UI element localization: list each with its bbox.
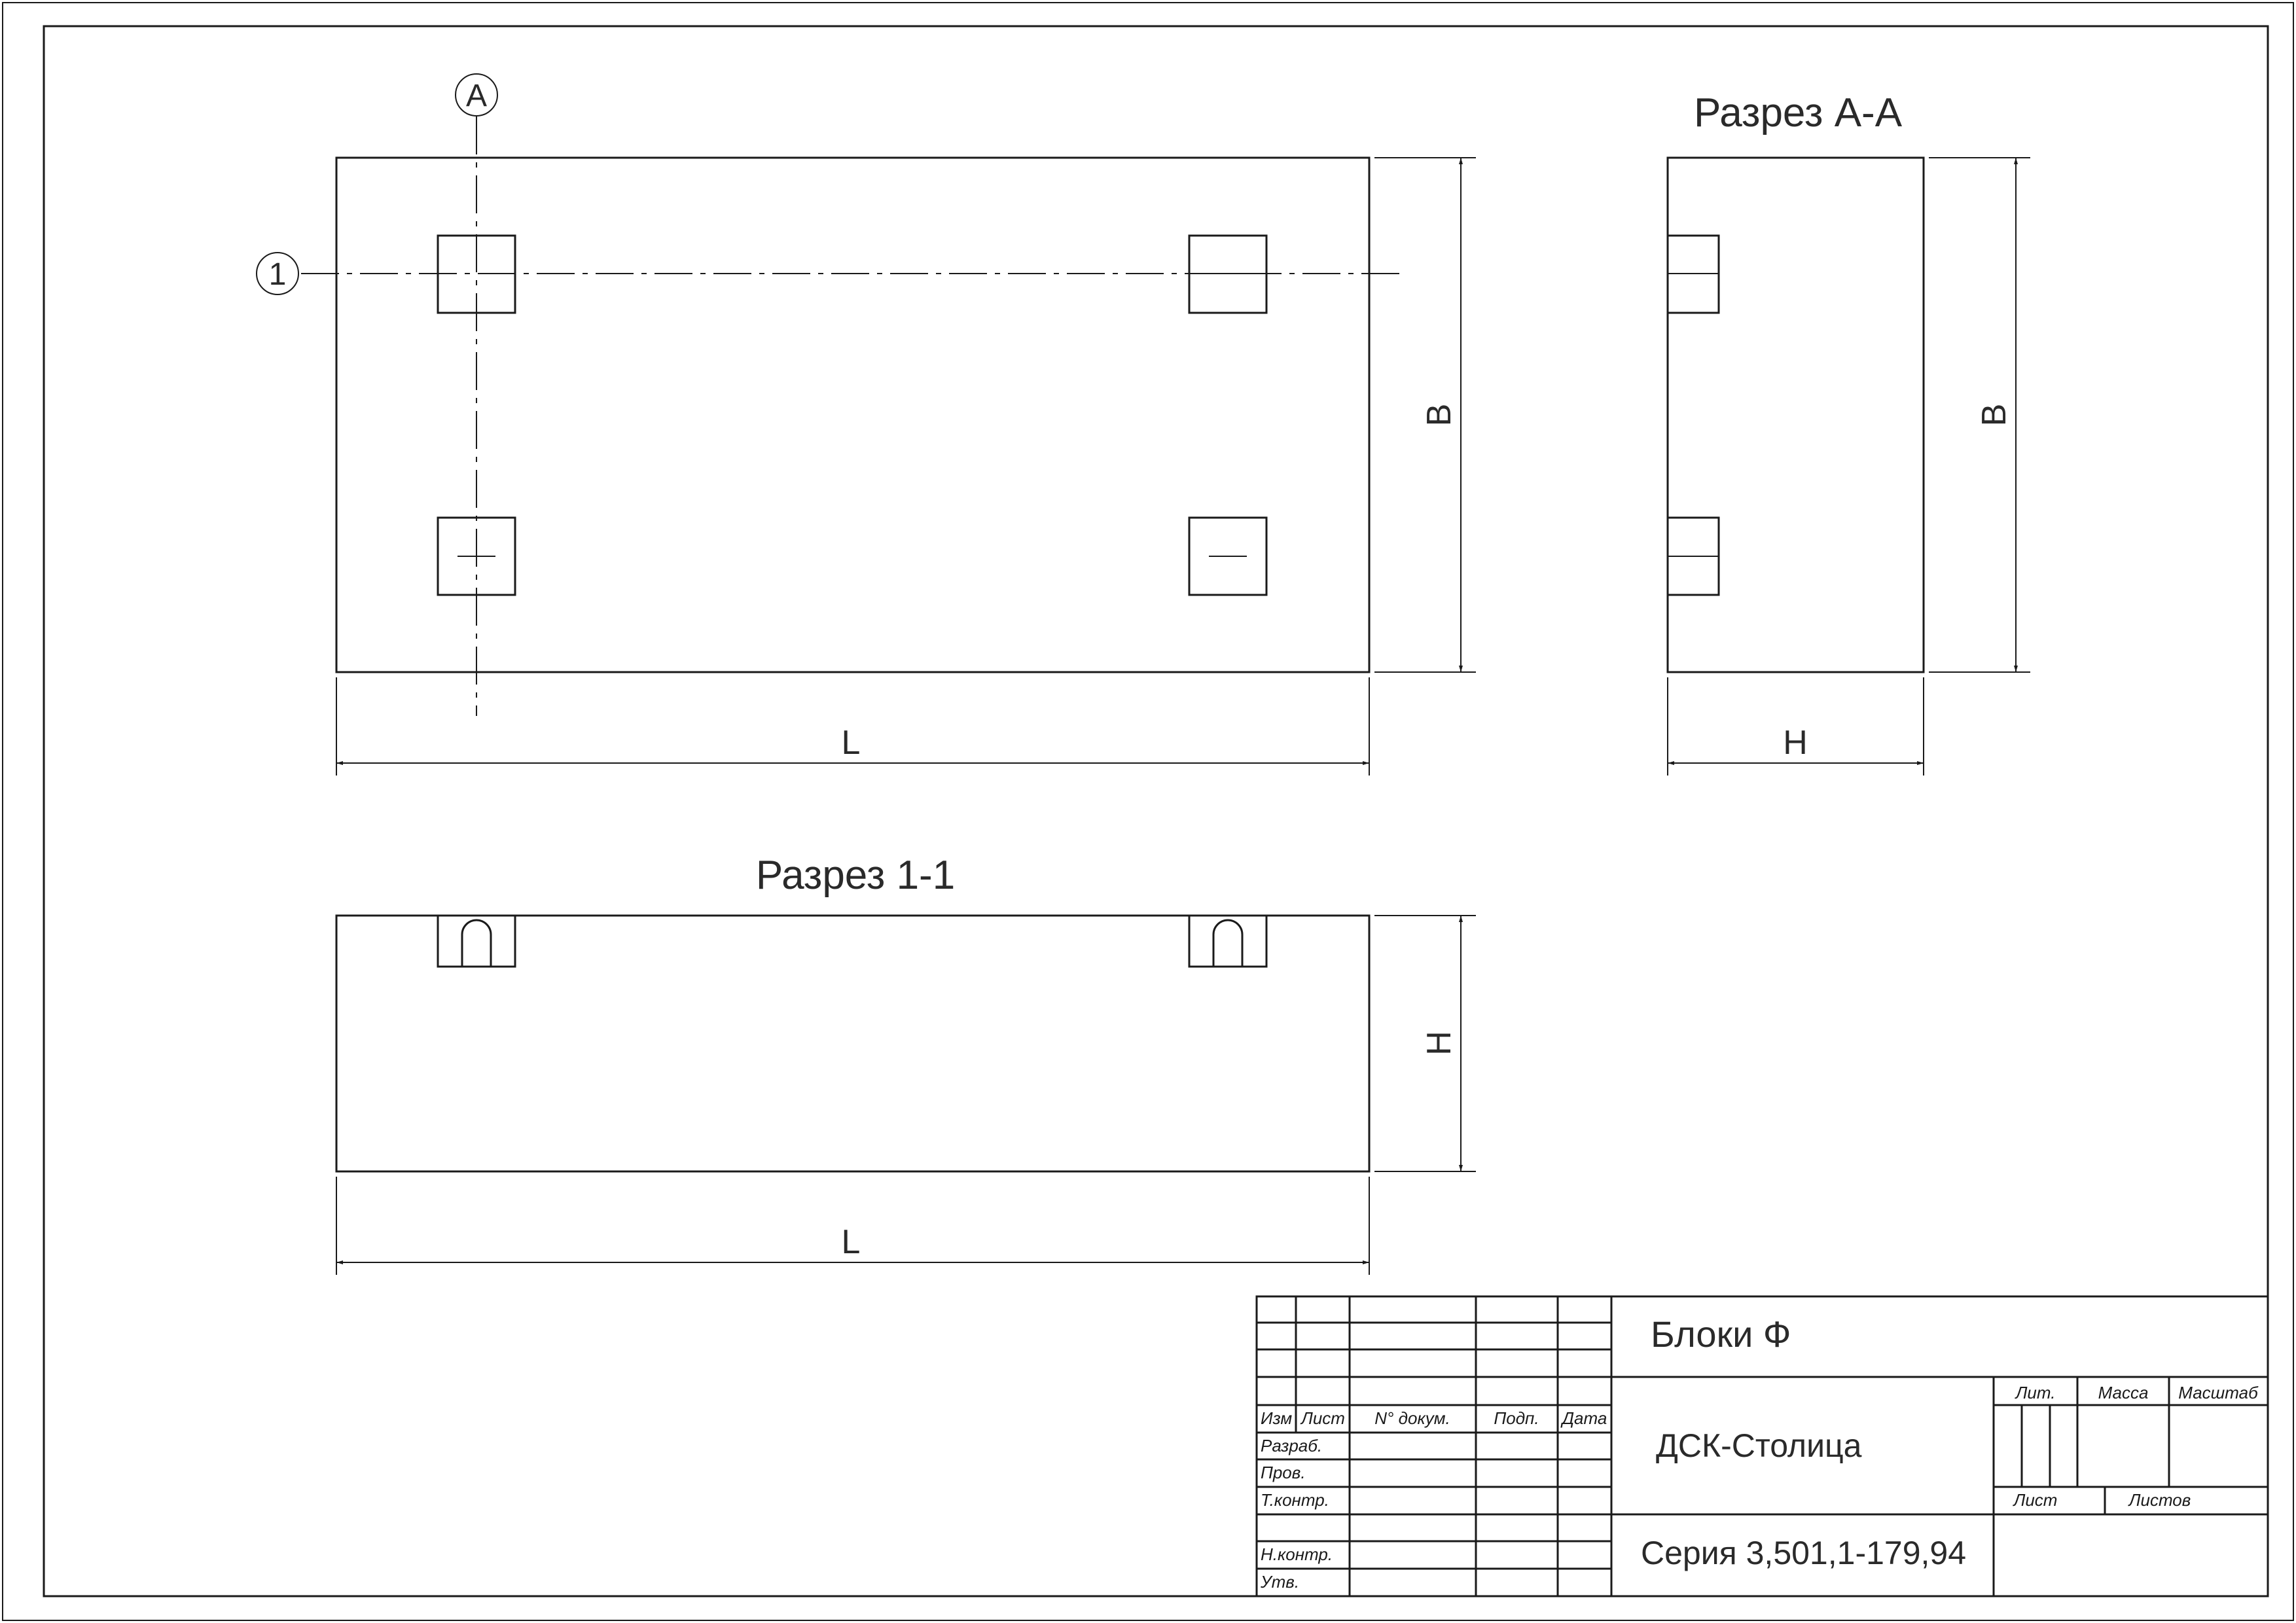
col-header-list: Лист (1300, 1408, 1345, 1428)
loop-arch (461, 919, 492, 967)
organization-name: ДСК-Столица (1656, 1427, 1862, 1464)
loop-arch (1212, 919, 1244, 967)
loop-recess (437, 914, 516, 968)
loop-plate (1188, 516, 1268, 596)
series-designation: Серия 3,501,1-179,94 (1641, 1535, 1966, 1571)
dimension-label-b: B (1975, 404, 2013, 427)
loop-recess (1188, 914, 1268, 968)
dimension-label-l: L (842, 1223, 861, 1261)
dimension-label-l: L (842, 724, 861, 762)
axis-label-a: A (466, 79, 487, 113)
col-header-doc: N° докум. (1374, 1408, 1450, 1428)
plan-outline (335, 156, 1371, 673)
stage-header-lit: Лит. (2015, 1383, 2056, 1402)
axis-label-1: 1 (269, 257, 287, 292)
section-11-view: Разрез 1-1 H L (335, 853, 1476, 1275)
dimension-label-h: H (1783, 724, 1808, 762)
plan-view: A 1 B L (256, 73, 1476, 776)
section-aa-outline (1666, 156, 1925, 673)
row-label-checked: Пров. (1261, 1463, 1306, 1482)
drawing-frame (43, 25, 2269, 1597)
section-aa-view: Разрез А-А B H (1666, 90, 2030, 776)
sheet-header: Лист (2013, 1490, 2058, 1510)
row-label-approved: Утв. (1260, 1572, 1299, 1592)
section-11-outline (335, 914, 1371, 1173)
sheets-header: Листов (2128, 1490, 2191, 1510)
title-block-frame (1255, 1295, 2269, 1597)
stage-header-mass: Масса (2098, 1383, 2149, 1402)
section-11-title: Разрез 1-1 (756, 853, 955, 898)
col-header-date: Дата (1560, 1408, 1607, 1428)
row-label-developed: Разраб. (1261, 1436, 1322, 1455)
row-label-norm-control: Н.контр. (1261, 1544, 1333, 1564)
col-header-izm: Изм (1261, 1408, 1292, 1428)
col-header-sign: Подп. (1494, 1408, 1539, 1428)
dimension-label-b: B (1420, 404, 1458, 427)
axis-marker-1 (256, 252, 299, 295)
title-block: Изм Лист N° докум. Подп. Дата Разраб. Пр… (1255, 1295, 2269, 1597)
axis-marker-a (455, 73, 498, 116)
row-label-tech-control: Т.контр. (1261, 1490, 1329, 1510)
section-aa-title: Разрез А-А (1694, 90, 1903, 135)
document-name: Блоки Ф (1651, 1313, 1791, 1355)
dimension-label-h: H (1420, 1031, 1458, 1056)
stage-header-scale: Масштаб (2178, 1383, 2259, 1402)
